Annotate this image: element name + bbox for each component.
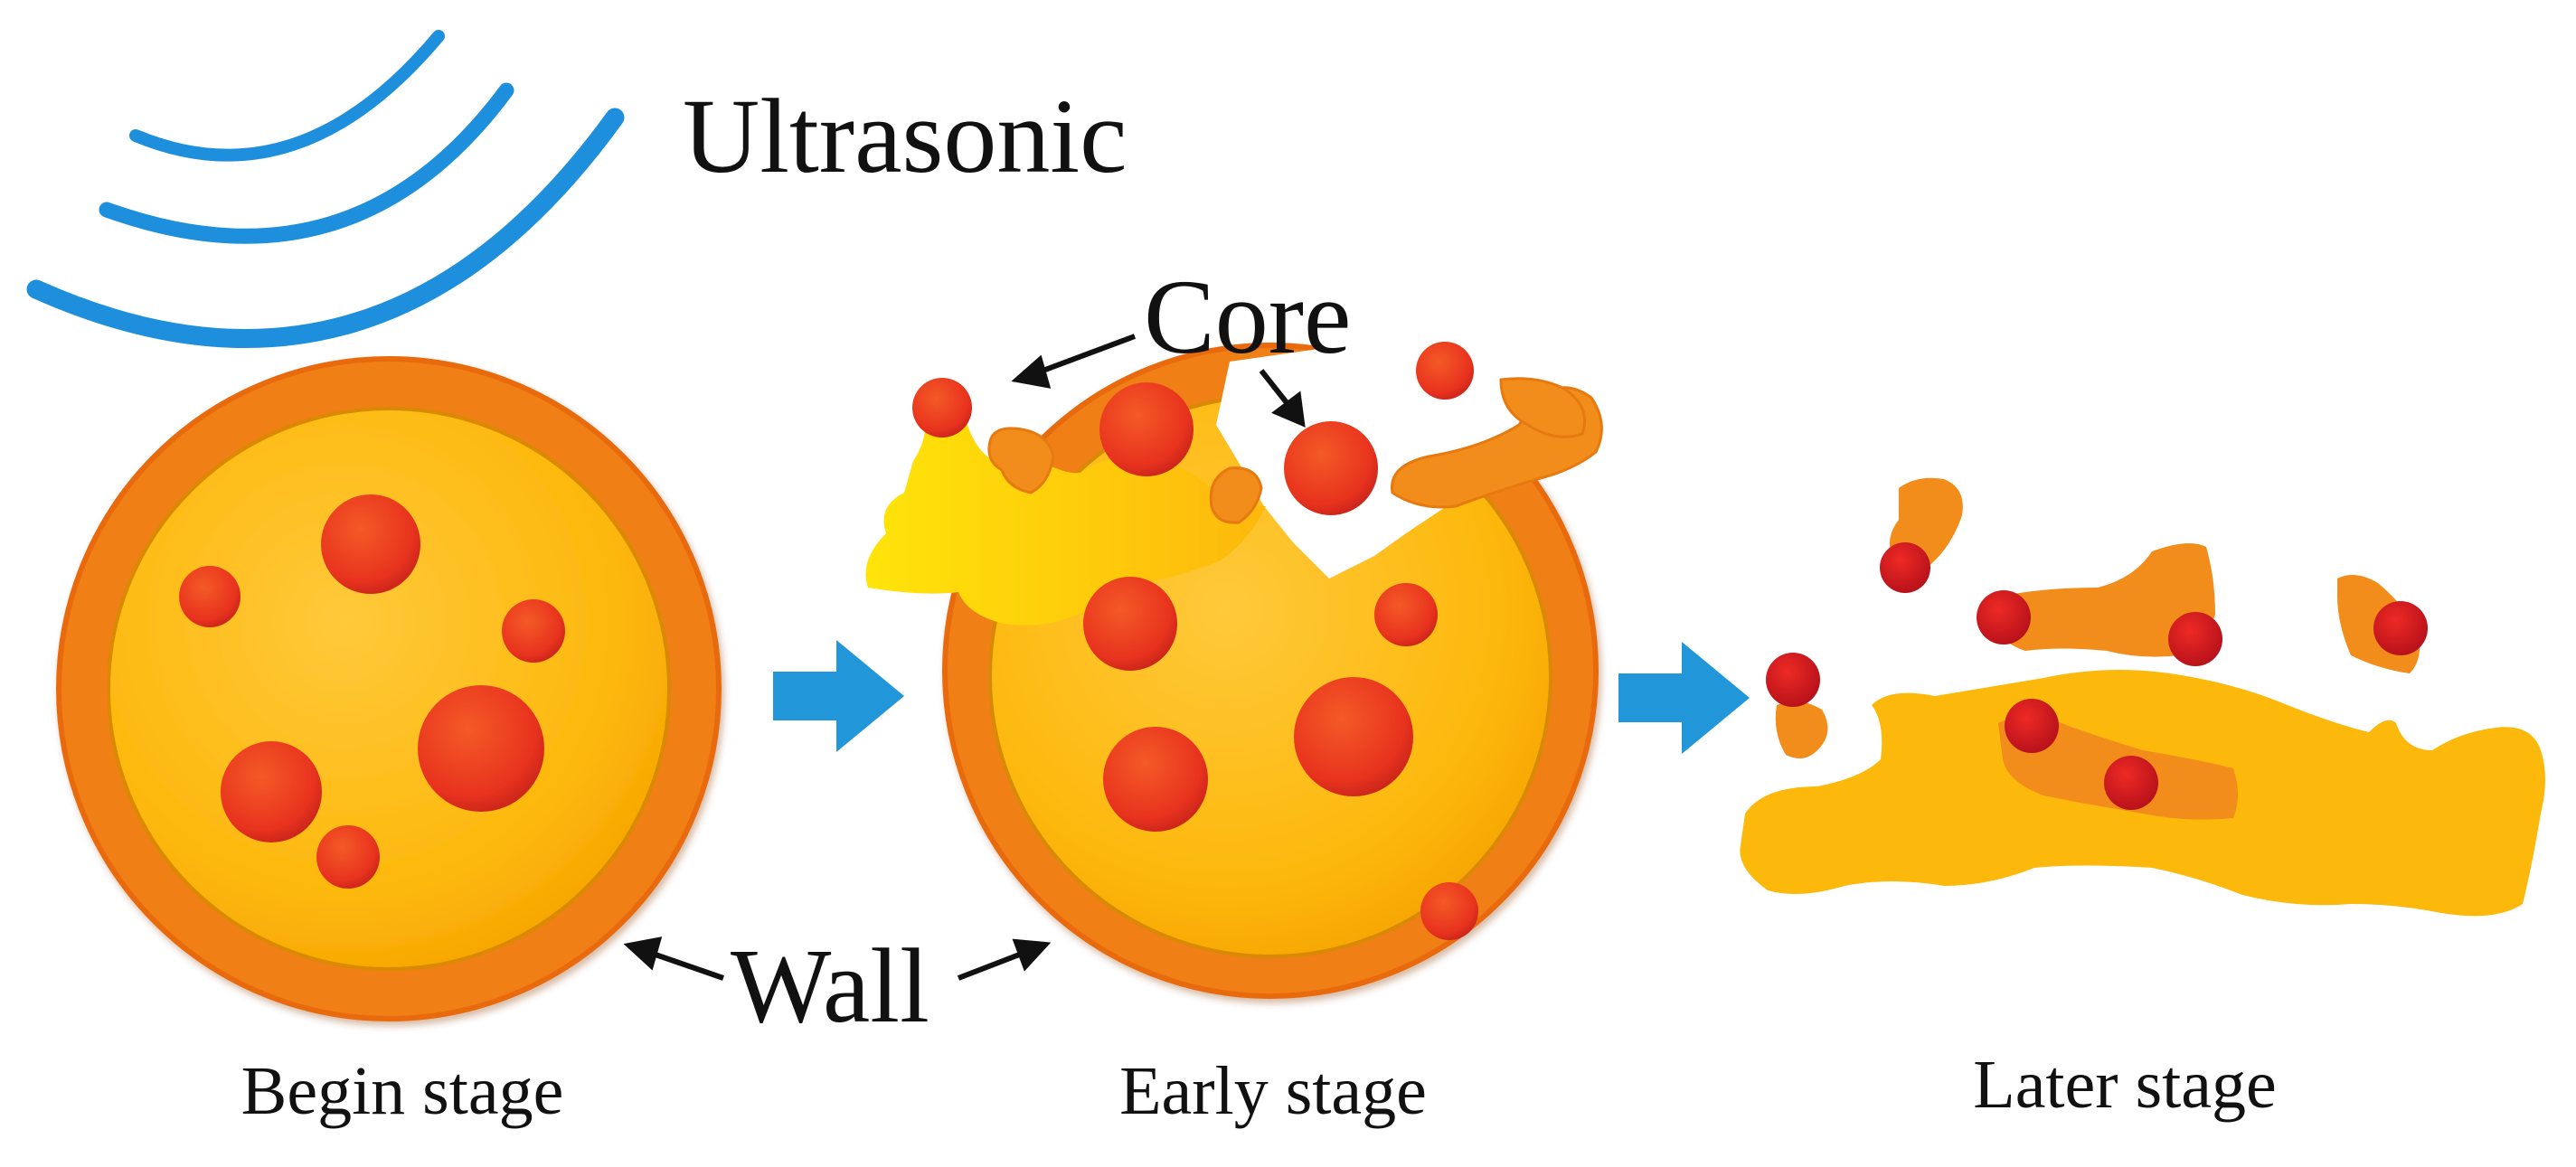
wall-fragment [1998, 543, 2215, 657]
core-droplet [2373, 601, 2428, 655]
ultrasonic-label: Ultrasonic [683, 77, 1128, 195]
wave-arc-medium [99, 82, 514, 244]
wave-arc-large [26, 108, 625, 348]
wall-fragment [987, 427, 1055, 494]
pointer-arrowhead-icon [1011, 354, 1052, 389]
stage-caption-later: Later stage [1973, 1047, 2276, 1123]
wall-pointers [623, 936, 1052, 981]
core-droplet [1420, 882, 1478, 940]
core-droplet [2104, 756, 2158, 810]
spilled-wall-fragment [865, 400, 1266, 626]
core-droplet [1416, 342, 1474, 400]
stage-caption-early: Early stage [1119, 1053, 1427, 1129]
core-droplet [1294, 677, 1413, 796]
core-droplet [502, 599, 565, 663]
wall-fragment [1499, 377, 1586, 438]
core-droplet [1374, 583, 1438, 646]
core-droplet [1766, 653, 1820, 707]
core-droplet [316, 825, 380, 889]
pointer-arrow-icon [1259, 369, 1291, 407]
pointer-arrow-icon [652, 951, 724, 981]
wave-arc-small [129, 30, 445, 162]
core-droplet [912, 378, 972, 438]
arrow-right-icon [1618, 642, 1750, 754]
core-droplet [1103, 727, 1208, 832]
early-stage-debris [912, 342, 1603, 524]
core-droplet [321, 494, 420, 594]
arrow-right-icon [773, 640, 904, 752]
core-droplet [2168, 612, 2222, 666]
stage-caption-begin: Begin stage [241, 1053, 564, 1129]
core-droplet [418, 685, 544, 812]
core-droplet [1099, 382, 1194, 476]
core-droplet [2005, 699, 2059, 753]
capsule-interior [107, 407, 671, 971]
wall-fragment [1209, 466, 1263, 524]
pointer-arrowhead-icon [623, 936, 663, 971]
core-droplet [1880, 542, 1930, 593]
core-droplet [179, 566, 241, 627]
ultrasonic-waves-icon [26, 30, 625, 348]
core-droplet [1083, 577, 1177, 671]
begin-stage-cores [179, 494, 565, 889]
pointer-arrowhead-icon [1271, 391, 1306, 428]
begin-stage-capsule [56, 356, 722, 1021]
core-label: Core [1144, 258, 1351, 376]
wall-label: Wall [731, 927, 929, 1045]
wall-fragment [1775, 701, 1828, 758]
core-droplet [221, 741, 322, 842]
core-droplet [1977, 590, 2031, 645]
later-stage-debris [1740, 477, 2545, 917]
pointer-arrow-icon [1036, 334, 1137, 375]
pointer-arrow-icon [957, 951, 1024, 981]
core-droplet [1284, 421, 1378, 515]
core-pointers [1011, 334, 1306, 428]
pointer-arrowhead-icon [1012, 938, 1052, 972]
